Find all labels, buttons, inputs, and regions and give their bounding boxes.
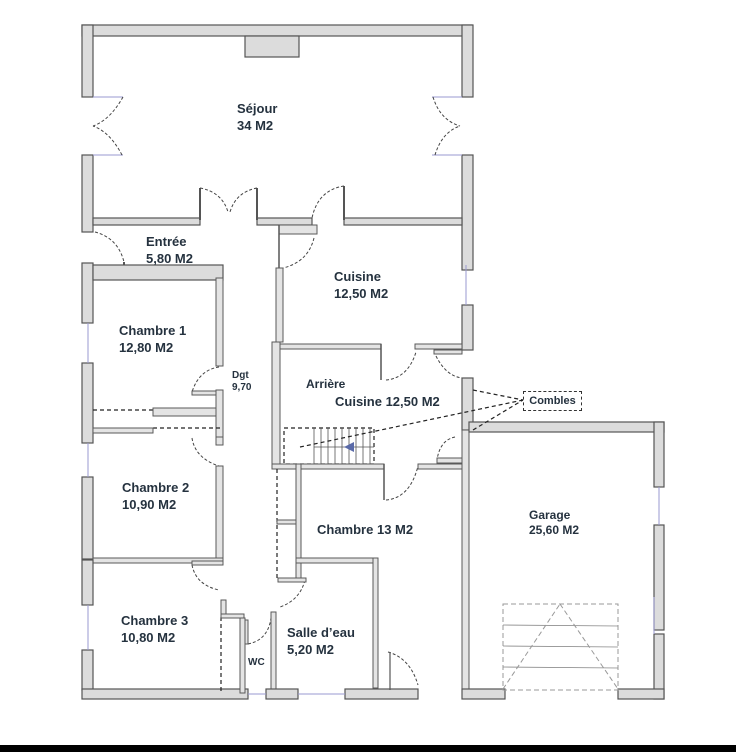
room-name: Chambre 3 — [121, 613, 189, 628]
room-area: 12,50 M2 — [334, 286, 389, 301]
room-name: Chambre 1 — [119, 323, 187, 338]
bottom-border — [0, 745, 736, 752]
room-name: Dgt — [232, 370, 249, 381]
room-area: 12,80 M2 — [119, 340, 174, 355]
room-sejour: Séjour 34 M2 — [237, 100, 277, 134]
room-name: Garage — [529, 508, 571, 522]
room-area: 10,90 M2 — [122, 497, 177, 512]
stairs — [313, 428, 374, 464]
room-chambre2: Chambre 2 10,90 M2 — [122, 479, 189, 513]
room-salle-eau: Salle d’eau 5,20 M2 — [287, 624, 355, 658]
room-name: Salle d’eau — [287, 625, 355, 640]
room-chambre3: Chambre 3 10,80 M2 — [121, 612, 188, 646]
room-chambre-13: Chambre 13 M2 — [317, 522, 414, 537]
room-name: Entrée — [146, 234, 187, 249]
room-name: Séjour — [237, 101, 278, 116]
stair-arrow-icon — [344, 442, 354, 452]
room-cuisine: Cuisine 12,50 M2 — [334, 268, 388, 302]
arriere-cuisine-walls — [271, 341, 524, 467]
entree-walls — [81, 224, 318, 324]
room-area: 5,80 M2 — [146, 251, 193, 266]
room-name: Chambre 2 — [122, 480, 190, 495]
room-area: 25,60 M2 — [529, 523, 580, 537]
room-name: Cuisine — [334, 269, 381, 284]
room-garage: Garage 25,60 M2 — [529, 508, 579, 538]
room-entree: Entrée 5,80 M2 — [146, 233, 193, 267]
room-area: 10,80 M2 — [121, 630, 176, 645]
room-arriere-cuisine-line2: Cuisine 12,50 M2 — [335, 394, 440, 409]
room-area: 9,70 — [232, 382, 252, 393]
room-chambre1: Chambre 1 12,80 M2 — [119, 322, 186, 356]
sejour-walls — [81, 24, 474, 271]
room-area: 34 M2 — [237, 118, 274, 133]
combles-annotation: Combles — [523, 391, 582, 411]
room-area: 5,20 M2 — [287, 642, 334, 657]
chambre13-walls — [271, 429, 470, 691]
chambre1-walls — [81, 277, 224, 444]
garage-walls — [461, 389, 665, 700]
room-wc: WC — [248, 657, 265, 668]
room-dgt: Dgt 9,70 — [232, 370, 251, 394]
bottom-walls — [81, 559, 419, 700]
chambre2-walls — [81, 436, 224, 591]
room-arriere-cuisine-line1: Arrière — [306, 377, 346, 391]
